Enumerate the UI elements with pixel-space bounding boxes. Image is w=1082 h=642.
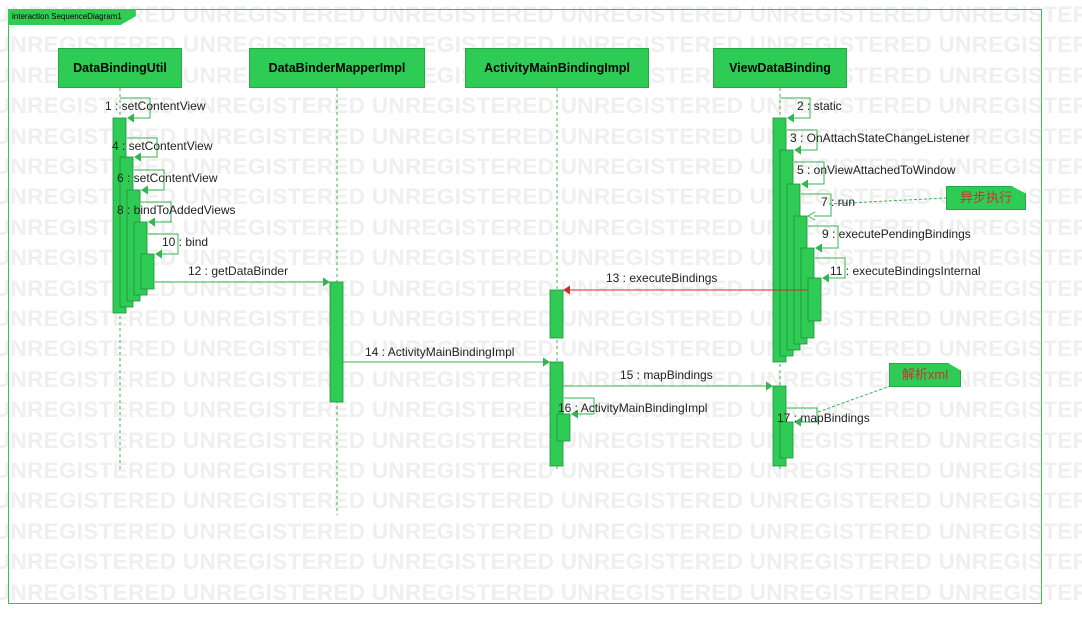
activation-bar-7	[549, 289, 564, 339]
message-m3-arrowhead	[794, 145, 801, 155]
message-m13-arrowhead	[563, 285, 570, 295]
message-m9-line	[808, 225, 839, 249]
message-m3-line	[787, 129, 818, 151]
message-m6-line	[134, 169, 165, 191]
message-label-m10: 10 : bind	[162, 235, 209, 249]
message-m1-arrowhead	[127, 113, 134, 123]
message-m8-line	[141, 201, 172, 223]
participant-activitymainbindingimpl[interactable]: ActivityMainBindingImpl	[465, 48, 649, 88]
message-label-m11: 11 : executeBindingsInternal	[830, 264, 981, 278]
message-m1-line	[120, 97, 151, 119]
message-label-m9: 9 : executePendingBindings	[822, 227, 971, 241]
message-m17-line	[787, 407, 818, 423]
note-parse-xml: 解析xml	[889, 363, 961, 387]
message-m17-arrowhead	[794, 417, 801, 427]
message-m15-arrowhead	[766, 381, 773, 391]
message-m5-line	[794, 161, 825, 185]
message-label-m12: 12 : getDataBinder	[188, 264, 289, 278]
message-label-m13: 13 : executeBindings	[606, 271, 718, 285]
message-label-m17: 17 : mapBindings	[777, 411, 870, 425]
interaction-frame	[8, 9, 1042, 604]
message-label-m16: 16 : ActivityMainBindingImpl	[558, 401, 708, 415]
message-m7-arrowhead	[806, 211, 816, 221]
message-label-m1: 1 : setContentView	[105, 99, 206, 113]
activation-bar-15	[807, 277, 822, 322]
message-m10-line	[148, 233, 179, 255]
message-label-m3: 3 : OnAttachStateChangeListener	[790, 131, 970, 145]
message-label-m14: 14 : ActivityMainBindingImpl	[365, 345, 515, 359]
activation-bar-6	[329, 281, 344, 403]
message-m16-line	[564, 397, 595, 415]
message-label-m2: 2 : static	[797, 99, 842, 113]
message-m5-arrowhead	[801, 179, 808, 189]
message-m12-arrowhead	[323, 277, 330, 287]
message-m7-line	[801, 193, 832, 217]
message-m4-line	[127, 137, 158, 158]
note-async: 异步执行	[946, 186, 1026, 210]
message-m6-arrowhead	[141, 185, 148, 195]
message-m9-arrowhead	[815, 243, 822, 253]
message-m4-arrowhead	[134, 152, 141, 162]
participant-databindermapperimpl[interactable]: DataBinderMapperImpl	[249, 48, 425, 88]
message-m14-arrowhead	[543, 357, 550, 367]
activation-bar-17	[779, 421, 794, 459]
message-label-m8: 8 : bindToAddedViews	[117, 203, 236, 217]
message-m2-arrowhead	[787, 113, 794, 123]
message-m10-arrowhead	[155, 249, 162, 259]
message-label-m15: 15 : mapBindings	[620, 368, 713, 382]
message-m16-arrowhead	[571, 409, 578, 419]
note-parse-xml-connector	[817, 384, 894, 413]
message-m11-line	[815, 257, 846, 279]
message-m8-arrowhead	[148, 217, 155, 227]
message-label-m5: 5 : onViewAttachedToWindow	[797, 163, 956, 177]
activation-bar-9	[556, 413, 571, 442]
message-m11-arrowhead	[822, 273, 829, 283]
note-async-connector	[828, 197, 947, 205]
message-m2-line	[780, 97, 811, 119]
participant-databindingutil[interactable]: DataBindingUtil	[58, 48, 182, 88]
message-label-m4: 4 : setContentView	[112, 139, 213, 153]
activation-bar-5	[140, 253, 155, 290]
frame-title: interaction SequenceDiagram1	[8, 9, 136, 25]
message-label-m6: 6 : setContentView	[117, 171, 218, 185]
participant-viewdatabinding[interactable]: ViewDataBinding	[713, 48, 847, 88]
message-label-m7: 7 : run	[821, 195, 856, 209]
